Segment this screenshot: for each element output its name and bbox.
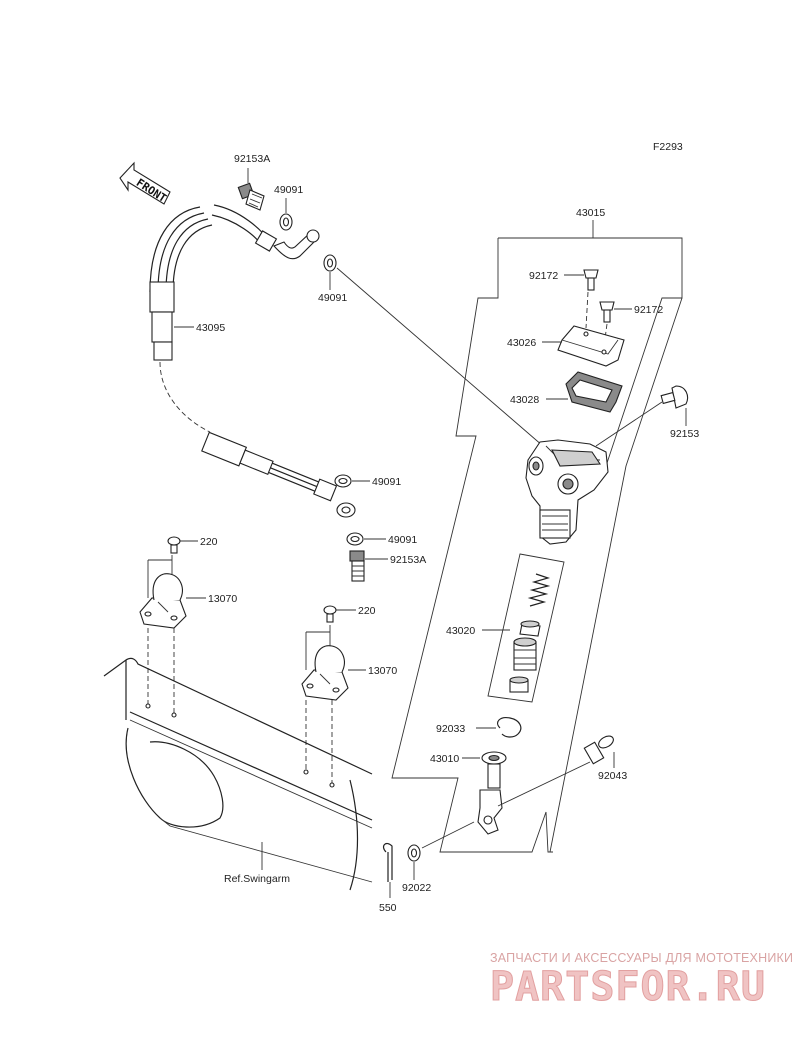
screw-92172-a: 92172	[529, 269, 599, 329]
watermark-site: PARTSFOR.RU	[490, 964, 766, 1010]
cotter-pin-550: 550	[379, 842, 397, 914]
label-92043: 92043	[598, 770, 627, 782]
master-cylinder-body	[525, 439, 609, 545]
label-43010: 43010	[430, 753, 459, 765]
label-43015: 43015	[576, 207, 605, 219]
watermark-tagline: ЗАПЧАСТИ И АКСЕССУАРЫ ДЛЯ МОТОТЕХНИКИ	[490, 951, 793, 965]
watermark: ЗАПЧАСТИ И АКСЕССУАРЫ ДЛЯ МОТОТЕХНИКИ PA…	[490, 951, 793, 1011]
clamp-13070-b: 13070	[301, 625, 397, 785]
label-220-b: 220	[358, 605, 376, 617]
clamp-13070-a: 13070	[139, 555, 237, 715]
screw-220-a: 220	[167, 536, 218, 554]
label-43095: 43095	[196, 322, 225, 334]
washer-92022: 92022	[402, 844, 431, 894]
label-49091-a: 49091	[274, 184, 303, 196]
label-49091-b: 49091	[318, 292, 347, 304]
pin-92043: 92043	[497, 735, 627, 807]
label-92172-b: 92172	[634, 304, 663, 316]
label-ref-swingarm: Ref.Swingarm	[224, 873, 290, 885]
label-550: 550	[379, 902, 397, 914]
bolt-92153: 92153	[595, 385, 699, 447]
front-arrow-icon: FRONT	[119, 161, 171, 205]
washer-49091-c: 49091	[334, 474, 401, 488]
banjo-bolt-92153a-bottom: 92153A	[349, 550, 426, 582]
label-92153: 92153	[670, 428, 699, 440]
master-cylinder-assembly-43015: 43015 92172 92172 43026	[391, 207, 699, 853]
label-92153a-top: 92153A	[234, 153, 270, 165]
label-92153a-bottom: 92153A	[390, 554, 426, 566]
label-43026: 43026	[507, 337, 536, 349]
banjo-bolt-92153a-top: 92153A	[234, 153, 270, 211]
diagram-code: F2293	[653, 141, 683, 153]
washer-49091-top: 49091	[274, 184, 303, 231]
label-92033: 92033	[436, 723, 465, 735]
label-43028: 43028	[510, 394, 539, 406]
washer-49091-b: 49091	[318, 254, 347, 304]
push-rod-43010: 43010	[430, 751, 507, 835]
label-92172-a: 92172	[529, 270, 558, 282]
washer-49091-d: 49091	[346, 532, 417, 546]
brake-hose-43095: 43095	[149, 204, 338, 502]
label-220-a: 220	[200, 536, 218, 548]
label-13070-a: 13070	[208, 593, 237, 605]
piston-kit-43020: 43020	[446, 553, 565, 703]
label-49091-d: 49091	[388, 534, 417, 546]
diaphragm-43028: 43028	[510, 371, 623, 413]
reservoir-cap-43026: 43026	[507, 325, 625, 367]
circlip-92033: 92033	[436, 717, 522, 738]
label-49091-c: 49091	[372, 476, 401, 488]
label-13070-b: 13070	[368, 665, 397, 677]
label-92022: 92022	[402, 882, 431, 894]
banjo-fitting-lower	[336, 502, 356, 518]
label-43020: 43020	[446, 625, 475, 637]
swingarm-reference: Ref.Swingarm	[103, 657, 373, 891]
screw-220-b: 220	[323, 605, 376, 623]
